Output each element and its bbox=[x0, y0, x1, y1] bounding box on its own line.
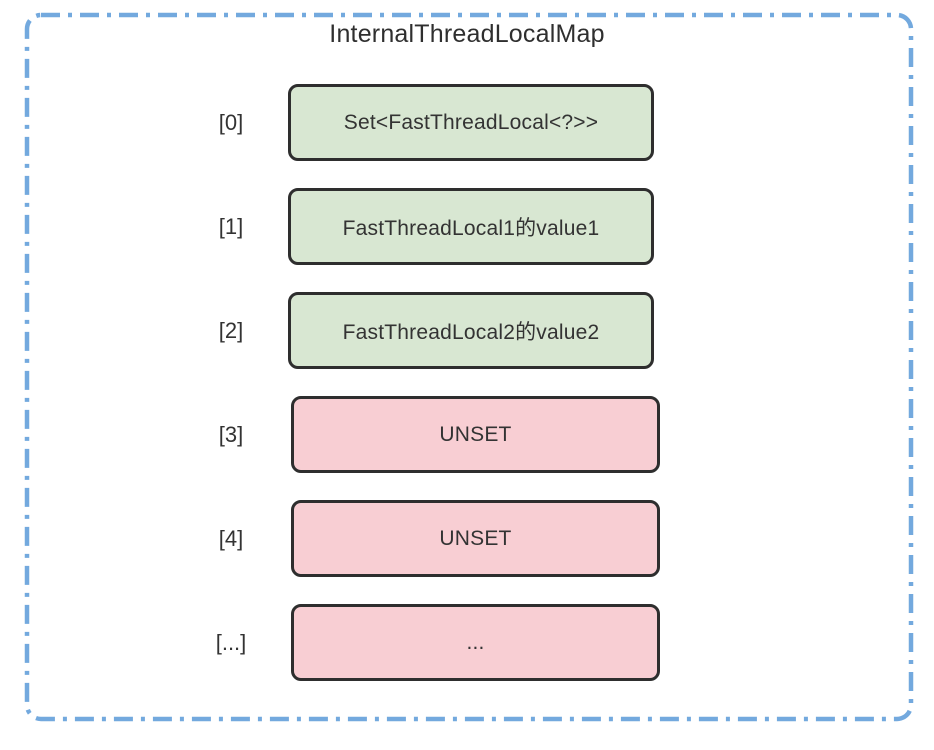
diagram-title: InternalThreadLocalMap bbox=[329, 20, 605, 48]
slot-row-3: [3] UNSET bbox=[0, 396, 934, 473]
slot-row-4: [4] UNSET bbox=[0, 500, 934, 577]
slot-value-text: FastThreadLocal2的value2 bbox=[342, 320, 600, 344]
slot-value-text: UNSET bbox=[439, 422, 512, 446]
slot-row-rest: [...] ... bbox=[0, 604, 934, 681]
slot-value-box: UNSET bbox=[291, 500, 660, 577]
slot-index-label: [0] bbox=[218, 109, 244, 135]
slot-index-label: [4] bbox=[218, 525, 244, 551]
slot-value-box: FastThreadLocal2的value2 bbox=[288, 292, 654, 369]
slot-index-label: [...] bbox=[215, 629, 247, 655]
slot-value-box: UNSET bbox=[291, 396, 660, 473]
slot-value-text: UNSET bbox=[439, 526, 512, 550]
slot-index-label: [2] bbox=[218, 317, 244, 343]
slot-value-box: Set<FastThreadLocal<?>> bbox=[288, 84, 654, 161]
slot-value-box: ... bbox=[291, 604, 660, 681]
slot-row-2: [2] FastThreadLocal2的value2 bbox=[0, 292, 934, 369]
slot-value-box: FastThreadLocal1的value1 bbox=[288, 188, 654, 265]
slot-row-0: [0] Set<FastThreadLocal<?>> bbox=[0, 84, 934, 161]
slot-row-1: [1] FastThreadLocal1的value1 bbox=[0, 188, 934, 265]
slot-rows: [0] Set<FastThreadLocal<?>> [1] FastThre… bbox=[0, 84, 934, 708]
slot-value-text: FastThreadLocal1的value1 bbox=[342, 216, 600, 240]
slot-value-text: Set<FastThreadLocal<?>> bbox=[343, 110, 599, 134]
slot-value-text: ... bbox=[466, 630, 485, 654]
slot-index-label: [3] bbox=[218, 421, 244, 447]
slot-index-label: [1] bbox=[218, 213, 244, 239]
